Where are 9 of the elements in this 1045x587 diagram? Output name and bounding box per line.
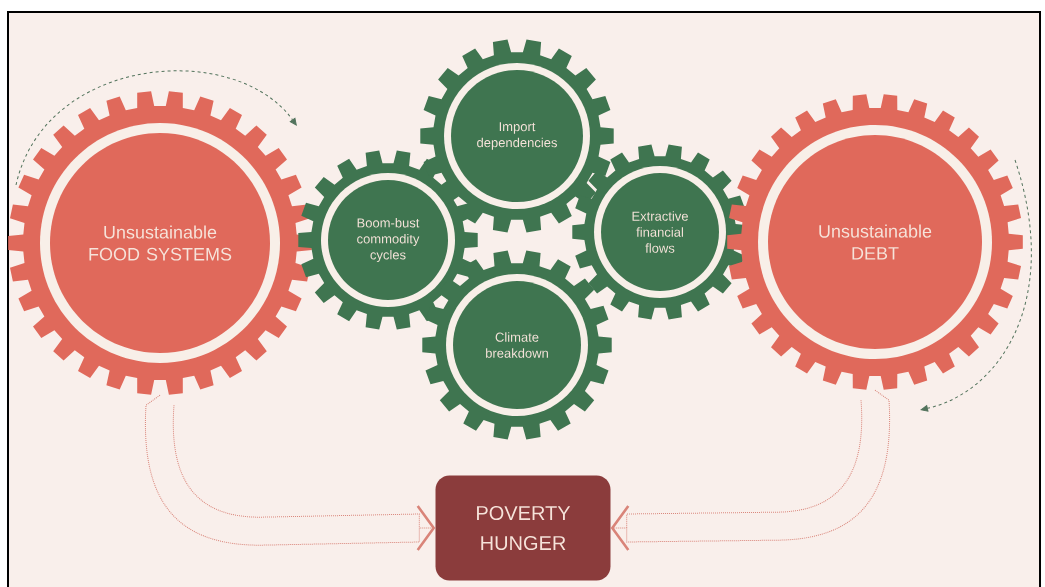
result-box: POVERTY HUNGER [435,475,611,581]
gear: Extractive financial flows [572,144,748,320]
gear: Unsustainable FOOD SYSTEMS [8,91,312,395]
arrow [144,394,436,551]
arrow [610,389,891,551]
gear: Climate breakdown [422,250,612,440]
gear: Unsustainable DEBT [727,94,1023,390]
node-label: Boom-bust commodity cycles [357,217,420,263]
gear: Import dependencies [420,39,614,233]
